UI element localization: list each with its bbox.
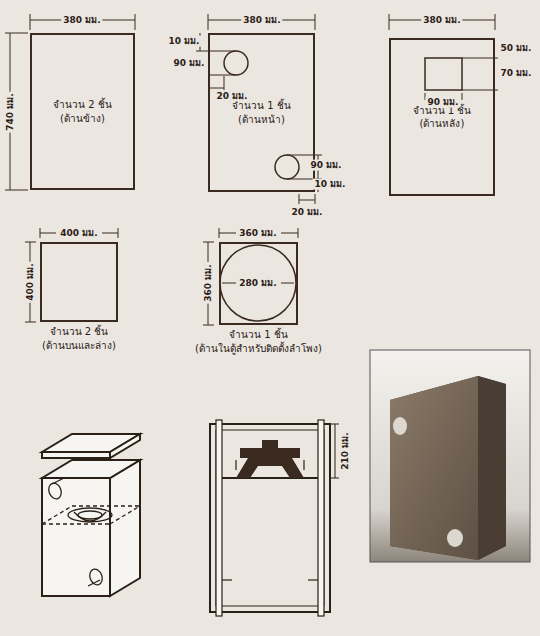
panel-caption: จำนวน 1 ชิ้น(ด้านหลัง) (391, 40, 493, 194)
dimension-label: 20 มม. (289, 207, 324, 218)
dimension-label: 90 มม. (308, 160, 343, 171)
panel-name: (ด้านในตู้สำหรับติดตั้งลำโพง) (195, 342, 322, 356)
dimension-label: 740 มม. (5, 91, 16, 132)
panel-name: (ด้านหลัง) (420, 117, 465, 131)
piece-count: จำนวน 2 ชิ้น (53, 98, 112, 112)
panel-caption: จำนวน 1 ชิ้น(ด้านในตู้สำหรับติดตั้งลำโพง… (195, 328, 322, 355)
dimension-label: 20 มม. (214, 91, 249, 102)
dimension-label: 400 มม. (58, 228, 99, 239)
panel-name: (ด้านข้าง) (60, 112, 105, 126)
dimension-label: 10 มม. (166, 36, 201, 47)
panel-caption: จำนวน 1 ชิ้น(ด้านหน้า) (210, 35, 313, 190)
dimension-label: 10 มม. (312, 179, 347, 190)
dimension-label: 90 มม. (171, 58, 206, 69)
piece-count: จำนวน 2 ชิ้น (50, 325, 109, 339)
panel-name: (ด้านหน้า) (238, 113, 285, 127)
dimension-label: 360 มม. (237, 228, 278, 239)
panel-caption: จำนวน 2 ชิ้น(ด้านบนและล่าง) (42, 325, 116, 352)
cut-panel: จำนวน 1 ชิ้น(ด้านหลัง) (389, 38, 495, 196)
dimension-label: 210 มม. (340, 430, 351, 471)
dimension-label: 380 มม. (241, 15, 282, 26)
cut-panel: จำนวน 1 ชิ้น(ด้านหน้า) (208, 33, 315, 192)
cut-panel: จำนวน 2 ชิ้น(ด้านบนและล่าง) (40, 242, 118, 322)
dimension-label: 90 มม. (425, 97, 460, 108)
panel-name: (ด้านบนและล่าง) (42, 339, 116, 353)
dimension-label: 280 มม. (237, 278, 278, 289)
dimension-label: 360 มม. (203, 262, 214, 303)
dimension-label: 50 มม. (498, 43, 533, 54)
dimension-label: 400 มม. (25, 261, 36, 302)
cut-panel: จำนวน 2 ชิ้น(ด้านข้าง) (30, 33, 135, 190)
panel-caption: จำนวน 2 ชิ้น(ด้านข้าง) (32, 35, 133, 188)
dimension-label: 380 มม. (61, 15, 102, 26)
piece-count: จำนวน 1 ชิ้น (229, 328, 288, 342)
dimension-label: 70 มม. (498, 68, 533, 79)
dimension-label: 380 มม. (421, 15, 462, 26)
